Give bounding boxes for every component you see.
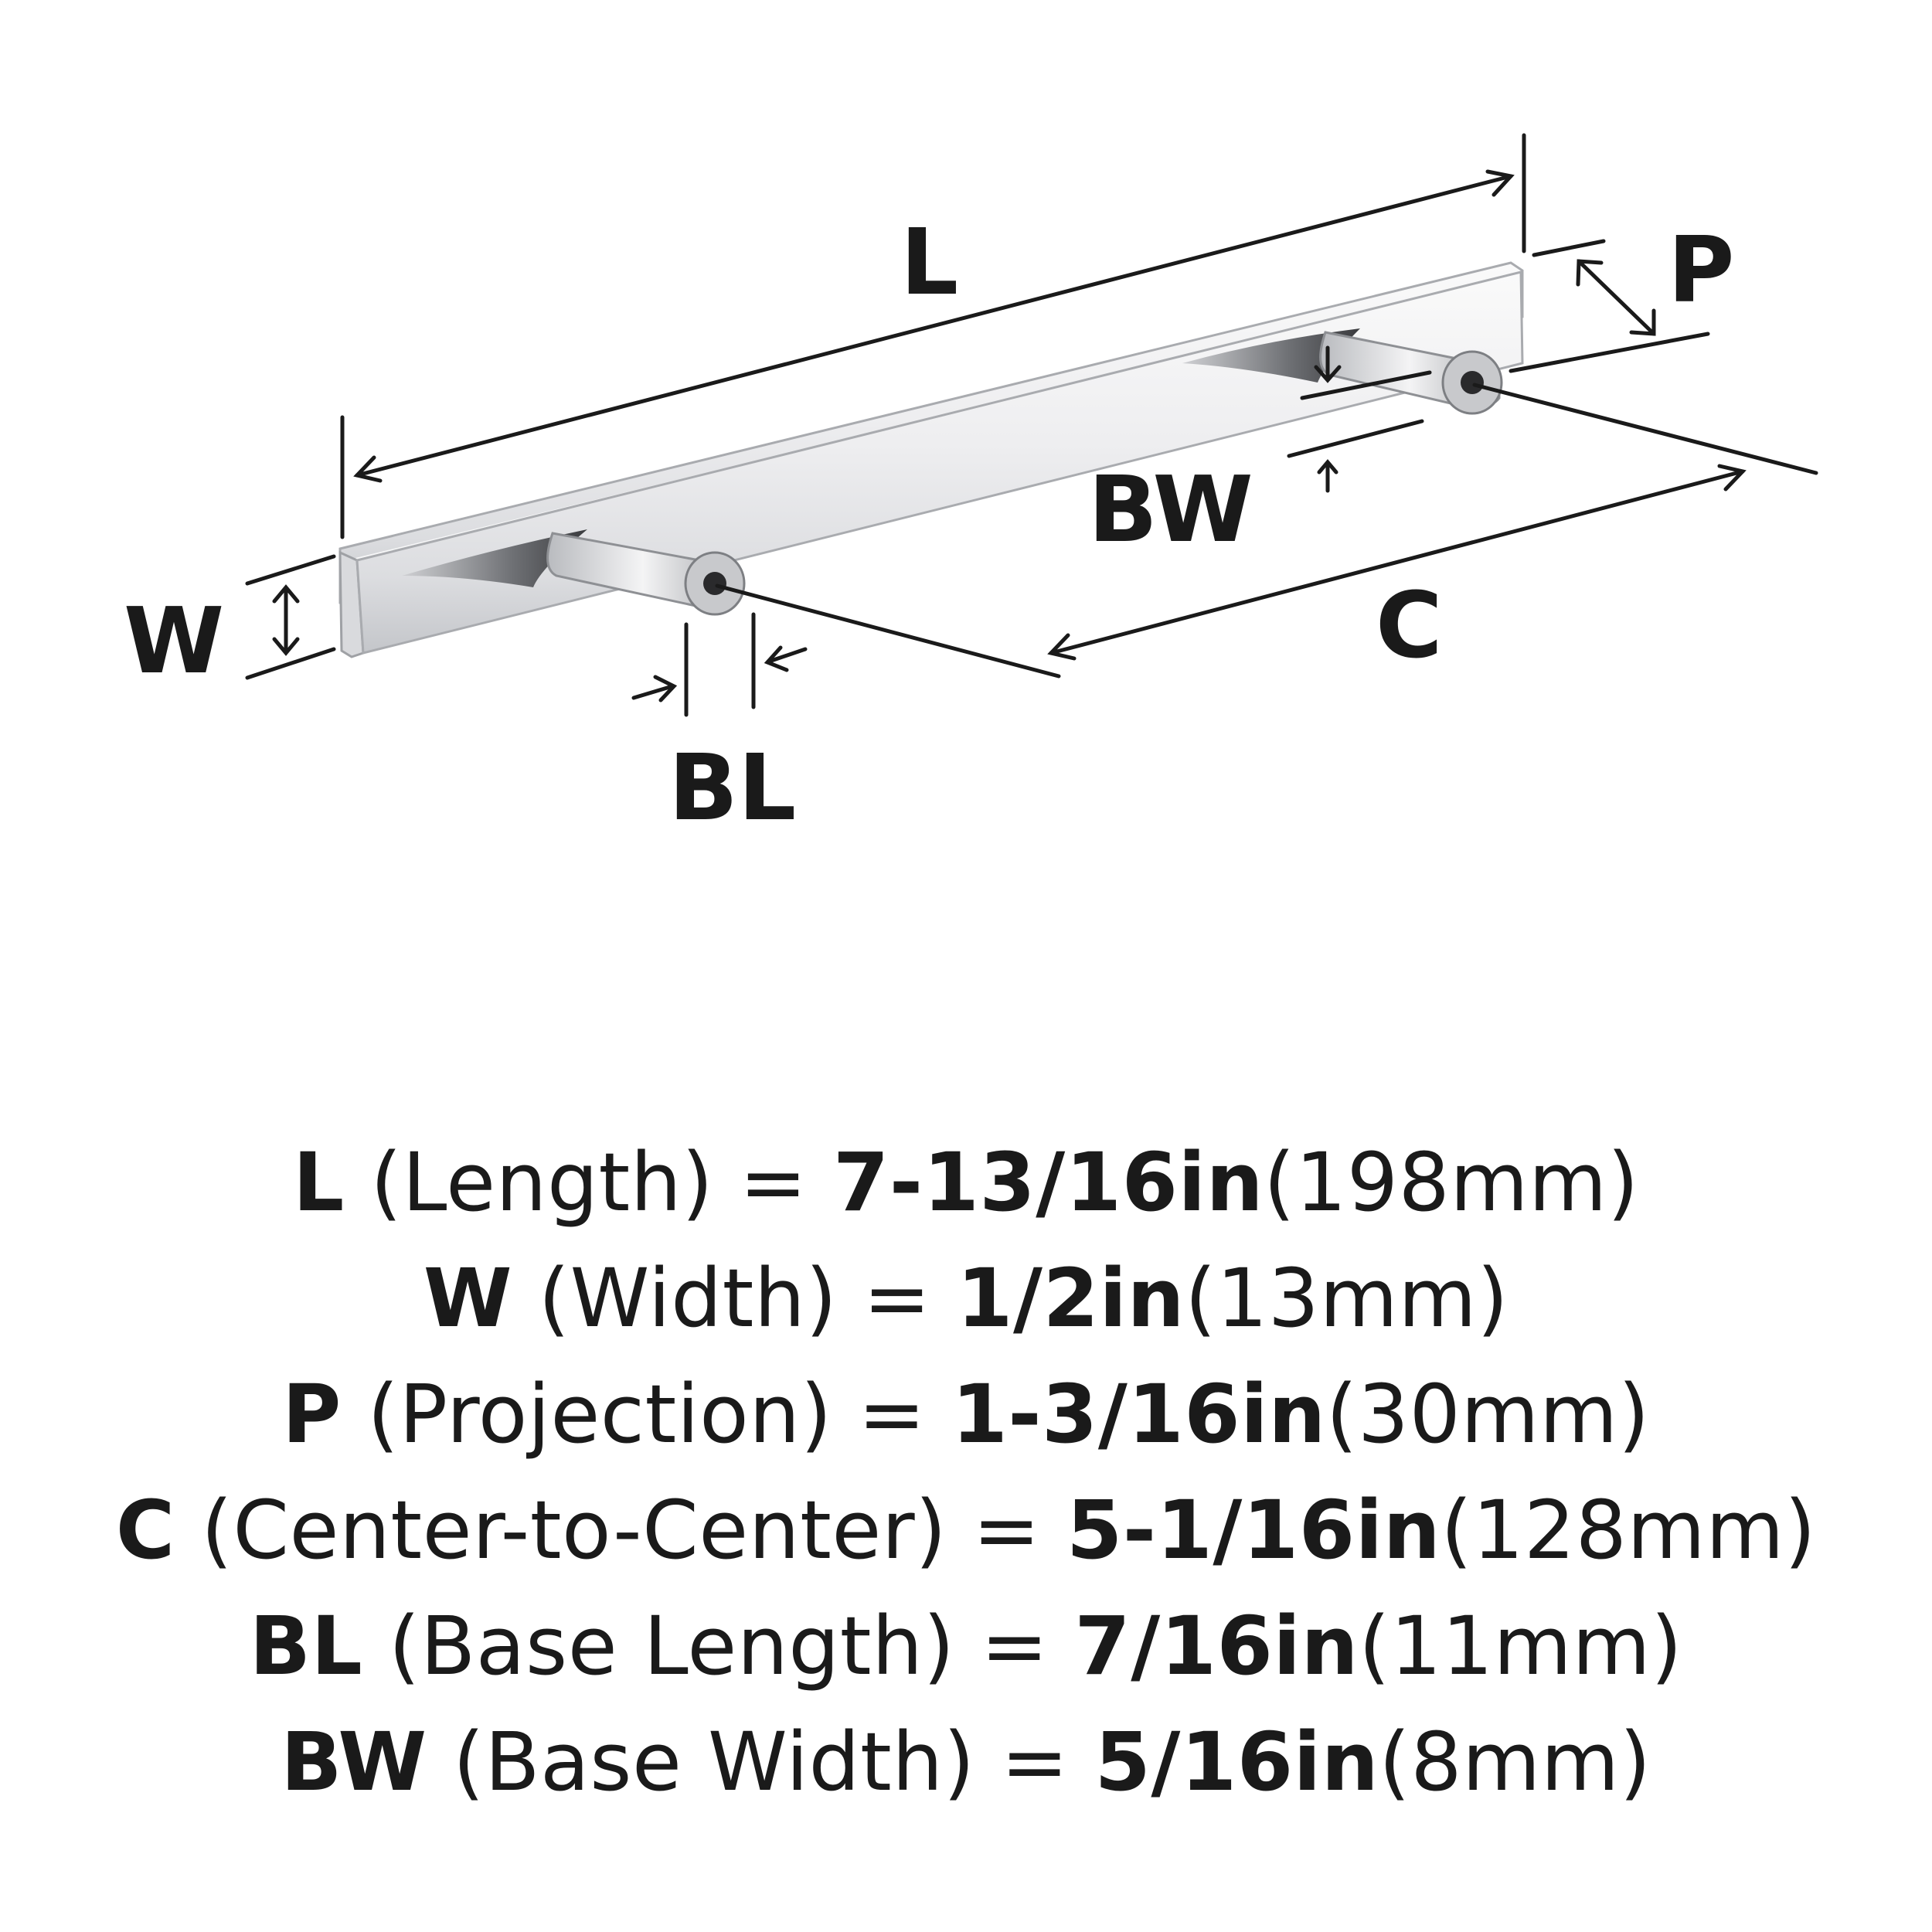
width-arrow-bottom: [272, 637, 300, 656]
handle-dimension-diagram: L P BW W C BL: [124, 133, 1818, 841]
label-center: C: [1376, 572, 1443, 679]
projection-arrow-bottom: [1629, 308, 1656, 336]
label-base-length: BL: [668, 734, 796, 841]
center-ext-left: [715, 583, 1061, 679]
spec-metric: (8mm): [1379, 1715, 1651, 1809]
projection-ext-bottom: [1509, 332, 1710, 373]
spec-desc: (Width) =: [512, 1251, 957, 1345]
spec-width: W (Width) = 1/2in(13mm): [0, 1240, 1932, 1356]
spec-metric: (30mm): [1325, 1367, 1650, 1461]
dimension-lines: [245, 133, 1818, 717]
label-width: W: [124, 587, 224, 694]
label-base-width: BW: [1088, 456, 1253, 563]
base-width-arrow-up: [1317, 459, 1338, 474]
right-post-hole: [1461, 371, 1484, 394]
left-post: [402, 529, 746, 616]
base-width-ext-top: [1300, 370, 1432, 400]
spec-key: L: [293, 1135, 345, 1230]
spec-imperial: 5-1/16in: [1066, 1483, 1441, 1577]
spec-metric: (11mm): [1359, 1599, 1683, 1693]
center-arrow-left: [1047, 633, 1077, 661]
center-arrow-right: [1717, 464, 1747, 492]
spec-metric: (198mm): [1264, 1135, 1639, 1230]
spec-projection: P (Projection) = 1-3/16in(30mm): [0, 1356, 1932, 1472]
spec-metric: (128mm): [1440, 1483, 1817, 1577]
length-dim-line: [355, 174, 1513, 478]
spec-base-length: BL (Base Length) = 7/16in(11mm): [0, 1588, 1932, 1704]
bar-side-face: [355, 270, 1524, 655]
projection-ext-top: [1532, 239, 1606, 257]
base-length-arrow-left: [653, 675, 678, 702]
projection-dim-line: [1577, 259, 1656, 336]
spec-imperial: 7/16in: [1074, 1599, 1359, 1693]
spec-desc: (Base Length) =: [362, 1599, 1075, 1693]
center-dim-line: [1049, 469, 1745, 655]
spec-imperial: 7-13/16in: [833, 1135, 1264, 1230]
width-ext-top: [245, 554, 336, 586]
base-length-arrow-right: [764, 645, 789, 672]
spec-imperial: 1-3/16in: [951, 1367, 1326, 1461]
base-width-ext-bottom: [1287, 419, 1424, 458]
spec-key: BL: [249, 1599, 363, 1693]
spec-imperial: 1/2in: [957, 1251, 1185, 1345]
spec-key: BW: [281, 1715, 427, 1809]
left-post-hole: [703, 572, 726, 595]
width-ext-bottom: [245, 647, 336, 680]
length-arrow-right: [1485, 169, 1515, 197]
spec-key: C: [115, 1483, 175, 1577]
spec-imperial: 5/16in: [1094, 1715, 1379, 1809]
left-post-shadow: [402, 529, 587, 587]
handle-bar: [338, 261, 1524, 658]
spec-desc: (Center-to-Center) =: [175, 1483, 1067, 1577]
base-length-arrow-left-stem: [631, 684, 675, 700]
base-width-arrow-down: [1314, 365, 1342, 383]
spec-length: L (Length) = 7-13/16in(198mm): [0, 1124, 1932, 1240]
label-length: L: [900, 209, 958, 315]
spec-key: P: [282, 1367, 342, 1461]
spec-desc: (Projection) =: [341, 1367, 952, 1461]
spec-desc: (Length) =: [344, 1135, 834, 1230]
width-arrow-top: [272, 584, 300, 604]
spec-key: W: [423, 1251, 513, 1345]
spec-center-to-center: C (Center-to-Center) = 5-1/16in(128mm): [0, 1472, 1932, 1588]
label-projection: P: [1668, 216, 1734, 323]
spec-base-width: BW (Base Width) = 5/16in(8mm): [0, 1704, 1932, 1820]
center-ext-right: [1472, 383, 1818, 475]
spec-desc: (Base Width) =: [427, 1715, 1095, 1809]
base-length-arrow-right-stem: [767, 647, 808, 664]
specifications-list: L (Length) = 7-13/16in(198mm) W (Width) …: [0, 1124, 1932, 1820]
projection-arrow-top: [1576, 259, 1604, 287]
length-arrow-left: [353, 455, 383, 483]
spec-metric: (13mm): [1185, 1251, 1509, 1345]
